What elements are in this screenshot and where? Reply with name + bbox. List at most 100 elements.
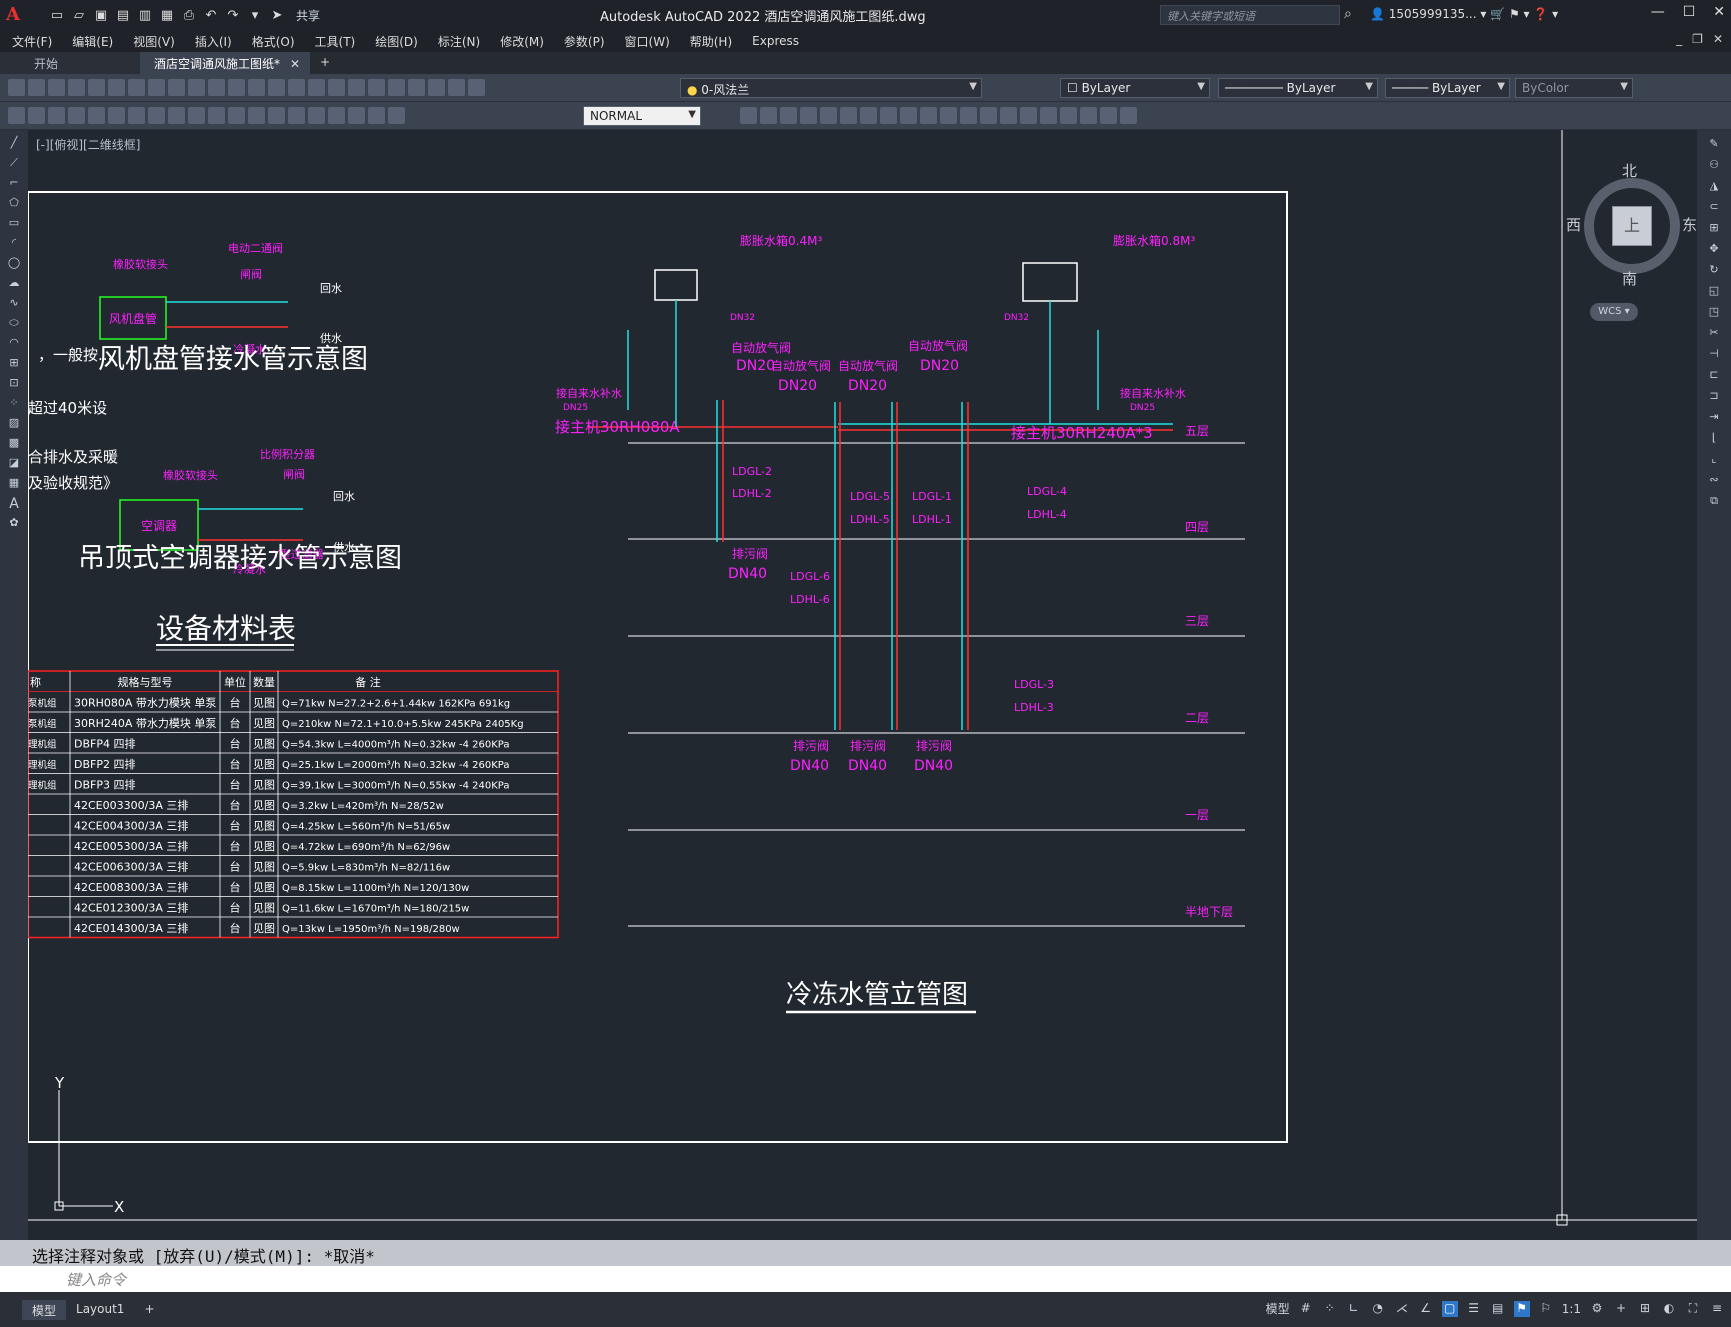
construction-line-icon[interactable]: ⟋ <box>10 156 18 169</box>
spline-icon[interactable]: ∿ <box>9 296 19 309</box>
search-icon[interactable]: ⌕ <box>1344 6 1352 22</box>
pan-icon[interactable] <box>248 79 265 96</box>
new-icon[interactable] <box>8 79 25 96</box>
dim-baseline-icon[interactable] <box>188 107 205 124</box>
erase-icon[interactable] <box>740 107 757 124</box>
add-selected-icon[interactable]: ✿ <box>9 516 19 529</box>
menu-modify[interactable]: 修改(M) <box>500 34 544 49</box>
mirror-palette-icon[interactable]: ◮ <box>1709 179 1719 192</box>
quick-properties-icon[interactable]: ⊞ <box>1639 1300 1651 1315</box>
dim-angular-icon[interactable] <box>148 107 165 124</box>
calculator-icon[interactable] <box>408 79 425 96</box>
viewcube[interactable]: 上 北 南 东 西 <box>1562 156 1697 296</box>
menu-edit[interactable]: 编辑(E) <box>72 34 114 49</box>
dim-quick-icon[interactable] <box>168 107 185 124</box>
explode-palette-icon[interactable]: ⧉ <box>1710 494 1718 507</box>
help-tb-icon[interactable] <box>428 79 445 96</box>
compass-north[interactable]: 北 <box>1622 162 1638 180</box>
break-point-icon[interactable]: ⊏ <box>1709 368 1719 381</box>
dim-break-icon[interactable] <box>248 107 265 124</box>
dim-radius-icon[interactable] <box>88 107 105 124</box>
array-palette-icon[interactable]: ⊞ <box>1709 221 1719 234</box>
array-icon[interactable] <box>820 107 837 124</box>
dim-arc-icon[interactable] <box>48 107 65 124</box>
tab-model[interactable]: 模型 <box>22 1299 67 1320</box>
inspection-icon[interactable] <box>308 107 325 124</box>
user-account[interactable]: 👤 1505999135... ▾ 🛒 ⚑ ▾ ❓ ▾ <box>1370 7 1559 21</box>
polyline-icon[interactable]: ⌐ <box>9 176 19 189</box>
plot-icon[interactable]: ⎙ <box>183 7 195 23</box>
break-palette-icon[interactable]: ⊐ <box>1709 389 1719 402</box>
open-file-icon[interactable]: ▱ <box>74 7 84 23</box>
grip-handle[interactable] <box>1556 1214 1568 1226</box>
tolerance-icon[interactable] <box>268 107 285 124</box>
snap-icon[interactable]: ⁘ <box>1324 1300 1335 1315</box>
share-button[interactable]: 共享 <box>296 8 321 23</box>
zoom-window-icon[interactable] <box>288 79 305 96</box>
blend-palette-icon[interactable]: ∾ <box>1709 473 1719 486</box>
paste-icon[interactable] <box>168 79 185 96</box>
polar-icon[interactable]: ◔ <box>1372 1300 1383 1315</box>
match-icon[interactable] <box>188 79 205 96</box>
undo-icon[interactable]: ↶ <box>205 7 217 23</box>
compass-east[interactable]: 东 <box>1682 216 1697 234</box>
trim-icon[interactable] <box>920 107 937 124</box>
move-palette-icon[interactable]: ✥ <box>1709 242 1719 255</box>
fillet-palette-icon[interactable]: ⌞ <box>1711 452 1717 465</box>
menu-tools[interactable]: 工具(T) <box>314 34 356 49</box>
publish-icon[interactable] <box>108 79 125 96</box>
doc-restore-icon[interactable]: ❐ <box>1692 32 1703 46</box>
linetype-dropdown[interactable]: ──────── ByLayer▼ <box>1218 78 1378 98</box>
ungroup-icon[interactable] <box>1100 107 1117 124</box>
insert-block-icon[interactable]: ⊞ <box>9 356 19 369</box>
menu-file[interactable]: 文件(F) <box>12 34 53 49</box>
copy-obj-icon[interactable] <box>760 107 777 124</box>
viewcube-compass-ring[interactable] <box>1584 178 1680 274</box>
draworder-icon[interactable] <box>1060 107 1077 124</box>
osnap-icon[interactable]: ▢ <box>1441 1300 1458 1317</box>
group-icon[interactable] <box>1080 107 1097 124</box>
autocad-logo-icon[interactable]: A <box>6 4 20 25</box>
menu-format[interactable]: 格式(O) <box>251 34 295 49</box>
properties-icon[interactable] <box>308 79 325 96</box>
menu-express[interactable]: Express <box>752 34 799 48</box>
open-icon[interactable] <box>28 79 45 96</box>
command-input[interactable]: 键入命令 <box>0 1266 1731 1292</box>
plotstyle-dropdown[interactable]: ByColor▼ <box>1515 78 1633 98</box>
join-palette-icon[interactable]: ⇥ <box>1709 410 1719 423</box>
rectangle-icon[interactable]: ▭ <box>8 216 20 229</box>
menu-dimension[interactable]: 标注(N) <box>437 34 481 49</box>
isolate-icon[interactable]: ◐ <box>1663 1300 1675 1315</box>
color-dropdown[interactable]: ☐ ByLayer▼ <box>1060 78 1210 98</box>
circle-icon[interactable]: ◯ <box>7 256 21 269</box>
gradient-icon[interactable]: ▩ <box>8 436 20 449</box>
dim-aligned-icon[interactable] <box>28 107 45 124</box>
undo-tb-icon[interactable] <box>208 79 225 96</box>
viewport-controls[interactable]: [-][俯视][二维线框] <box>36 138 141 152</box>
measure-icon[interactable] <box>1120 107 1137 124</box>
redo-tb-icon[interactable] <box>228 79 245 96</box>
compass-west[interactable]: 西 <box>1566 216 1582 234</box>
grid-icon[interactable]: # <box>1300 1300 1311 1315</box>
copy-icon[interactable] <box>148 79 165 96</box>
layer-dropdown[interactable]: ● 0-风法兰▼ <box>680 78 982 98</box>
isodraft-icon[interactable]: ⋌ <box>1395 1300 1408 1315</box>
tool-palette-icon[interactable] <box>348 79 365 96</box>
search-input[interactable]: 键入关键字或短语 <box>1160 5 1340 25</box>
extend-palette-icon[interactable]: ⊣ <box>1709 347 1719 360</box>
arc-icon[interactable]: ◜ <box>11 236 17 249</box>
layer-state-icon[interactable] <box>468 79 485 96</box>
stretch-palette-icon[interactable]: ◳ <box>1708 305 1720 318</box>
stretch-icon[interactable] <box>900 107 917 124</box>
customize-qat-icon[interactable]: ▾ <box>251 7 259 23</box>
maximize-icon[interactable]: ☐ <box>1682 4 1696 20</box>
lineweight-dropdown[interactable]: ───── ByLayer▼ <box>1385 78 1510 98</box>
rotate-icon[interactable] <box>860 107 877 124</box>
layer-manager-icon[interactable] <box>448 79 465 96</box>
scale-palette-icon[interactable]: ◱ <box>1708 284 1720 297</box>
jogged-linear-icon[interactable] <box>328 107 345 124</box>
menu-window[interactable]: 窗口(W) <box>624 34 670 49</box>
close-icon[interactable]: ✕ <box>1713 4 1725 20</box>
break-icon[interactable] <box>960 107 977 124</box>
preview-icon[interactable] <box>88 79 105 96</box>
